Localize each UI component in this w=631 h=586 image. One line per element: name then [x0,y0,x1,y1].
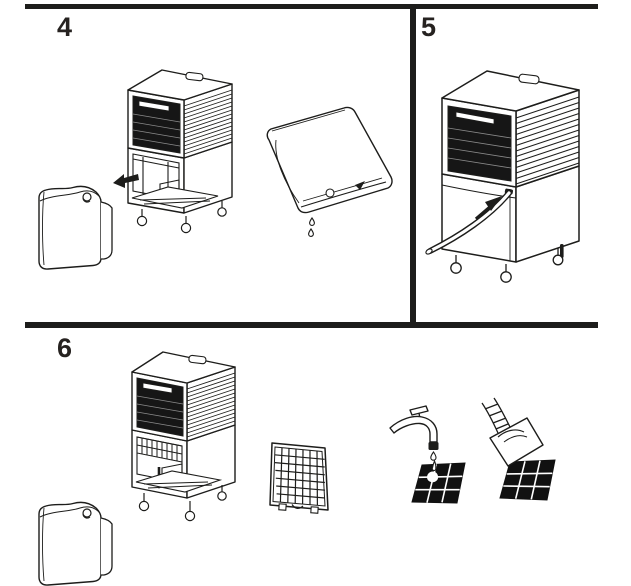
lid-handle-recess [189,355,207,364]
tap-rinsing-filter-icon [386,400,444,472]
water-drop [431,452,436,470]
mount-tab [311,507,318,513]
pull-direction-arrow [112,170,140,192]
dehumidifier-filter-slot-illustration [110,346,248,546]
vacuum-nozzle-icon [474,396,548,470]
step-number-5: 5 [421,14,436,41]
tilted-water-tank-emptying [252,100,402,250]
step-number-6: 6 [57,335,72,362]
lid-handle-recess [519,74,540,84]
lid-handle-recess [186,72,204,81]
water-drops [309,218,315,236]
finger-hole [83,509,91,517]
vacuum-hose [482,398,510,433]
finger-hole [83,193,91,201]
water-tank-illustration [28,488,123,586]
tap-aerator [429,442,439,450]
panel-divider-vertical [410,4,416,328]
mount-tab [279,504,286,510]
dehumidifier-with-drain-hose [418,58,600,293]
water-tank-illustration [28,172,123,270]
panel-border-top [25,4,598,9]
step-number-4: 4 [57,14,72,41]
nozzle-head [490,418,543,466]
tap-spout [390,416,437,442]
dehumidifier-tank-removed-illustration [110,60,242,242]
panel-divider-horizontal [25,322,598,328]
air-filter-panel-illustration [256,428,336,524]
